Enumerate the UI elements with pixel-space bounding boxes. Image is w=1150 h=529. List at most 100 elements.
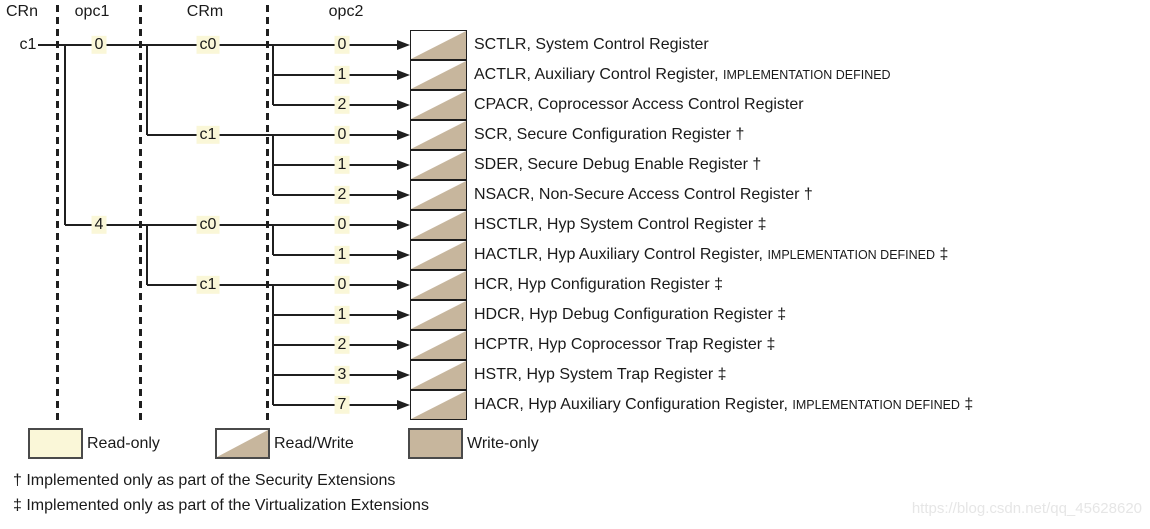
read-write-swatch xyxy=(215,428,270,459)
read-write-triangle xyxy=(411,61,466,89)
register-label: HACTLR, Hyp Auxiliary Control Register, … xyxy=(474,246,948,264)
legend-label-read-write: Read/Write xyxy=(274,434,354,452)
tree-connector-vline xyxy=(146,45,148,135)
crm-value-label: c0 xyxy=(196,215,220,235)
read-write-triangle xyxy=(411,331,466,359)
read-write-triangle xyxy=(411,31,466,59)
crm-value-label: c1 xyxy=(196,275,220,295)
footnote-security-extensions: † Implemented only as part of the Securi… xyxy=(13,472,396,489)
arrow-icon xyxy=(397,159,410,170)
tree-connector-hline xyxy=(65,224,399,226)
register-label: SCR, Secure Configuration Register † xyxy=(474,126,744,144)
read-write-triangle xyxy=(411,391,466,419)
register-label: HDCR, Hyp Debug Configuration Register ‡ xyxy=(474,306,786,324)
register-name-text: HACR, Hyp Auxiliary Configuration Regist… xyxy=(474,396,793,413)
root-node-label: c1 xyxy=(19,35,37,53)
register-name-text: NSACR, Non-Secure Access Control Registe… xyxy=(474,186,813,203)
opc2-value-label: 1 xyxy=(334,245,350,265)
register-label: HACR, Hyp Auxiliary Configuration Regist… xyxy=(474,396,973,414)
register-access-box xyxy=(410,210,467,240)
read-write-triangle xyxy=(411,211,466,239)
legend-item-write-only: Write-only xyxy=(408,428,539,459)
register-label: HSTR, Hyp System Trap Register ‡ xyxy=(474,366,727,384)
arrow-icon xyxy=(397,249,410,260)
register-access-box xyxy=(410,270,467,300)
read-only-swatch xyxy=(28,428,83,459)
opc2-value-label: 1 xyxy=(334,305,350,325)
register-name-text: HCPTR, Hyp Coprocessor Trap Register ‡ xyxy=(474,336,776,353)
arrow-icon xyxy=(397,279,410,290)
register-name-text: SCTLR, System Control Register xyxy=(474,36,709,53)
tree-connector-vline xyxy=(272,225,274,255)
arrow-icon xyxy=(397,129,410,140)
register-access-box xyxy=(410,300,467,330)
crm-value-label: c1 xyxy=(196,125,220,145)
opc2-value-label: 2 xyxy=(334,185,350,205)
register-label: HCR, Hyp Configuration Register ‡ xyxy=(474,276,723,294)
register-name-text: HACTLR, Hyp Auxiliary Control Register, xyxy=(474,246,768,263)
register-name-text: SDER, Secure Debug Enable Register † xyxy=(474,156,762,173)
read-write-triangle xyxy=(411,241,466,269)
opc2-value-label: 2 xyxy=(334,335,350,355)
opc2-value-label: 0 xyxy=(334,275,350,295)
write-only-swatch xyxy=(408,428,463,459)
arrow-icon xyxy=(397,39,410,50)
opc2-value-label: 0 xyxy=(334,215,350,235)
legend-label-write-only: Write-only xyxy=(467,434,539,452)
register-label: HSCTLR, Hyp System Control Register ‡ xyxy=(474,216,767,234)
opc2-value-label: 1 xyxy=(334,155,350,175)
read-write-triangle xyxy=(411,271,466,299)
arrow-icon xyxy=(397,369,410,380)
tree-connector-hline xyxy=(147,134,399,136)
arrow-icon xyxy=(397,99,410,110)
arrow-icon xyxy=(397,189,410,200)
read-write-triangle xyxy=(411,91,466,119)
opc2-value-label: 7 xyxy=(334,395,350,415)
column-divider-dashed-line xyxy=(55,5,59,420)
arrow-icon xyxy=(397,69,410,80)
register-suffix-text: ‡ xyxy=(935,246,949,263)
register-name-text: HSTR, Hyp System Trap Register ‡ xyxy=(474,366,727,383)
register-access-box xyxy=(410,150,467,180)
opc1-value-label: 4 xyxy=(91,215,107,235)
opc2-value-label: 0 xyxy=(334,125,350,145)
register-access-box xyxy=(410,180,467,210)
register-access-box xyxy=(410,360,467,390)
register-label: CPACR, Coprocessor Access Control Regist… xyxy=(474,96,804,114)
read-write-triangle xyxy=(411,301,466,329)
register-name-text: CPACR, Coprocessor Access Control Regist… xyxy=(474,96,804,113)
tree-connector-hline xyxy=(147,284,399,286)
register-label: SDER, Secure Debug Enable Register † xyxy=(474,156,761,174)
register-label: HCPTR, Hyp Coprocessor Trap Register ‡ xyxy=(474,336,775,354)
arrow-icon xyxy=(397,339,410,350)
opc2-value-label: 3 xyxy=(334,365,350,385)
register-access-box xyxy=(410,330,467,360)
legend-item-read-only: Read-only xyxy=(28,428,160,459)
watermark-url: https://blog.csdn.net/qq_45628620 xyxy=(911,500,1142,517)
column-header-crn: CRn xyxy=(5,3,39,20)
column-header-crm: CRm xyxy=(186,3,224,20)
register-label: ACTLR, Auxiliary Control Register, IMPLE… xyxy=(474,66,891,84)
register-name-text: HCR, Hyp Configuration Register ‡ xyxy=(474,276,723,293)
register-label: SCTLR, System Control Register xyxy=(474,36,709,54)
arrow-icon xyxy=(397,309,410,320)
arrow-icon xyxy=(397,219,410,230)
register-label: NSACR, Non-Secure Access Control Registe… xyxy=(474,186,813,204)
arrow-icon xyxy=(397,399,410,410)
read-write-triangle xyxy=(411,151,466,179)
opc2-value-label: 0 xyxy=(334,35,350,55)
legend-label-read-only: Read-only xyxy=(87,434,160,452)
column-header-opc2: opc2 xyxy=(328,3,364,20)
implementation-defined-text: IMPLEMENTATION DEFINED xyxy=(792,398,960,412)
crm-value-label: c0 xyxy=(196,35,220,55)
register-name-text: HDCR, Hyp Debug Configuration Register ‡ xyxy=(474,306,787,323)
register-name-text: ACTLR, Auxiliary Control Register, xyxy=(474,66,723,83)
read-write-triangle xyxy=(411,181,466,209)
read-write-triangle xyxy=(411,361,466,389)
column-divider-dashed-line xyxy=(265,5,269,420)
register-access-box xyxy=(410,390,467,420)
register-name-text: HSCTLR, Hyp System Control Register ‡ xyxy=(474,216,767,233)
register-access-box xyxy=(410,240,467,270)
read-write-triangle xyxy=(411,121,466,149)
